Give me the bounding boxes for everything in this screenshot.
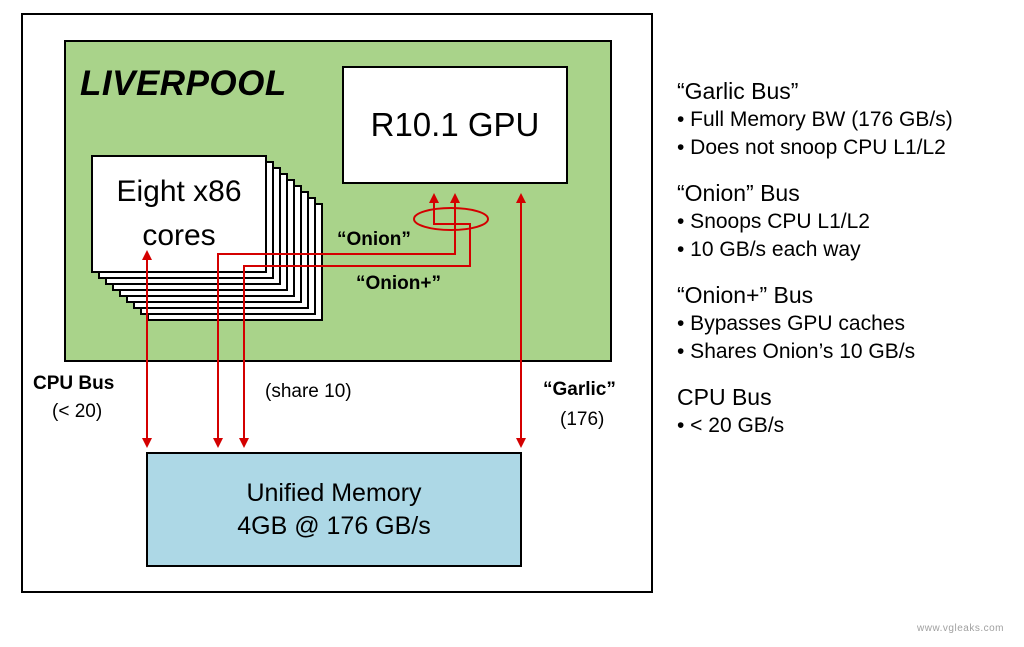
memory-label: Unified Memory [246, 478, 422, 507]
watermark: www.vgleaks.com [917, 623, 1004, 634]
cpu-cores-block: Eight x86 cores [91, 155, 267, 273]
cpu-bus-label: CPU Bus [33, 373, 115, 394]
unified-memory-block: Unified Memory 4GB @ 176 GB/s [146, 452, 522, 567]
share-label: (share 10) [265, 381, 352, 402]
legend-section-onion: “Onion” Bus • Snoops CPU L1/L2 • 10 GB/s… [677, 178, 1007, 264]
cpu-bus-value: (< 20) [52, 401, 103, 422]
garlic-label: “Garlic” [543, 379, 616, 400]
legend-heading: “Garlic Bus” [677, 78, 799, 104]
memory-spec: 4GB @ 176 GB/s [237, 511, 431, 540]
gpu-block: R10.1 GPU [342, 66, 568, 184]
cores-label-line2: cores [142, 219, 216, 252]
legend-item: • Snoops CPU L1/L2 [677, 210, 870, 233]
legend-item: • 10 GB/s each way [677, 238, 861, 261]
legend-section-garlic: “Garlic Bus” • Full Memory BW (176 GB/s)… [677, 76, 1007, 162]
legend-heading: “Onion+” Bus [677, 282, 814, 308]
legend-item: • < 20 GB/s [677, 414, 785, 437]
onion-label: “Onion” [337, 229, 411, 250]
legend-item: • Does not snoop CPU L1/L2 [677, 136, 946, 159]
legend-heading: CPU Bus [677, 384, 772, 410]
bus-legend: “Garlic Bus” • Full Memory BW (176 GB/s)… [677, 76, 1007, 456]
legend-section-cpu-bus: CPU Bus • < 20 GB/s [677, 382, 1007, 440]
legend-item: • Full Memory BW (176 GB/s) [677, 108, 953, 131]
garlic-value: (176) [560, 409, 605, 430]
cores-label-line1: Eight x86 [116, 175, 242, 208]
gpu-label: R10.1 GPU [370, 106, 540, 143]
onion-plus-label: “Onion+” [356, 273, 441, 294]
legend-heading: “Onion” Bus [677, 180, 800, 206]
legend-item: • Bypasses GPU caches [677, 312, 905, 335]
chip-title: LIVERPOOL [80, 64, 287, 103]
legend-item: • Shares Onion’s 10 GB/s [677, 340, 916, 363]
legend-section-onion-plus: “Onion+” Bus • Bypasses GPU caches • Sha… [677, 280, 1007, 366]
